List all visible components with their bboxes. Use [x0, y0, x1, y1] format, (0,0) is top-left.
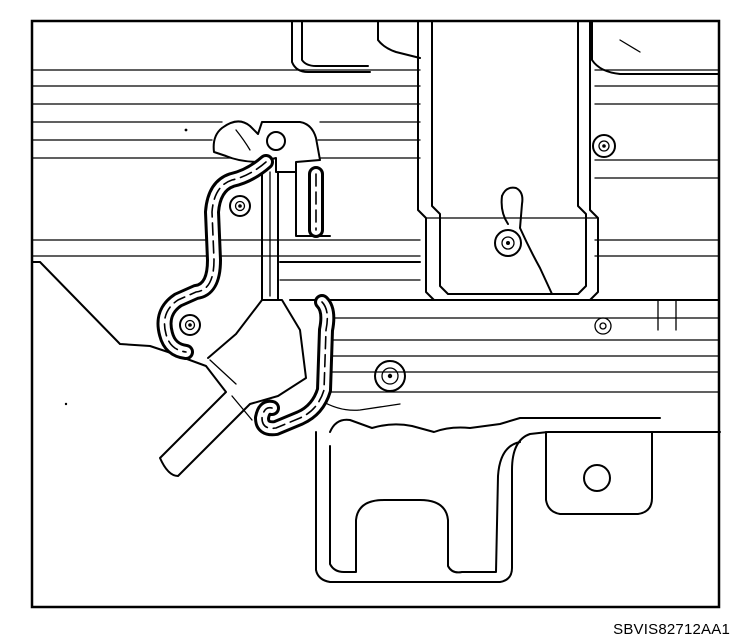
chain-right [254, 294, 336, 437]
bolt-icon [179, 314, 201, 336]
right-rails [594, 69, 720, 257]
skid-plate [315, 399, 721, 583]
top-brackets [291, 20, 720, 75]
bolt-icon [494, 229, 522, 257]
speck [64, 402, 68, 406]
figure-code: SBVIS82712AA1 [613, 621, 730, 638]
bolt-icon [592, 134, 616, 158]
diagram-frame [30, 19, 721, 609]
vertical-frame-member [417, 20, 599, 301]
bolt-icon [229, 195, 251, 217]
lower-cross-member [279, 261, 720, 393]
chain-left [156, 154, 274, 360]
bolt-icon [594, 317, 612, 335]
bolt-icon [374, 360, 406, 392]
speck [184, 128, 188, 132]
upper-rails [31, 69, 421, 257]
hanger-bracket [212, 120, 331, 301]
lever-handle [31, 261, 307, 477]
